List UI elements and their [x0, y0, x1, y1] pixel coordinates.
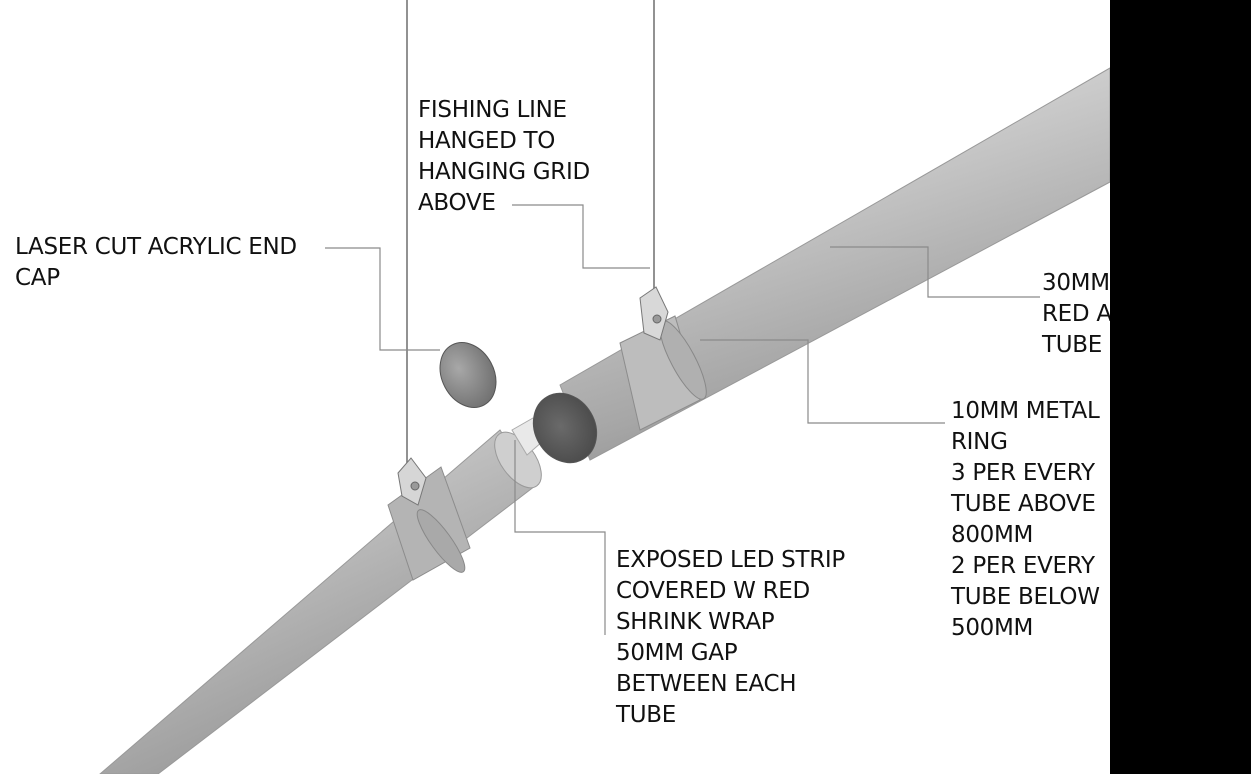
label-line: CAP — [15, 265, 60, 291]
leader-metal-ring — [700, 339, 945, 424]
acrylic-end-cap — [439, 342, 497, 408]
label-line: TUBE BELOW — [951, 584, 1100, 610]
leader-end-cap — [325, 247, 440, 351]
label-line: LASER CUT ACRYLIC END — [15, 234, 297, 260]
label-line: EXPOSED LED STRIP — [616, 547, 845, 573]
label-line: HANGED TO — [418, 128, 556, 154]
label-fishing-line: FISHING LINE HANGED TO HANGING GRID ABOV… — [418, 95, 590, 219]
clip-upper — [639, 286, 669, 341]
leader-lines — [325, 204, 1040, 635]
label-line: TUBE — [1042, 332, 1102, 358]
label-tube: 30MM RED A TUBE — [1042, 268, 1110, 361]
label-line: FISHING LINE — [418, 97, 567, 123]
tube-assembly-illustration — [99, 0, 1110, 774]
label-line: HANGING GRID — [418, 159, 590, 185]
leader-tube — [830, 246, 1040, 298]
label-metal-ring: 10MM METAL RING 3 PER EVERY TUBE ABOVE 8… — [951, 396, 1100, 644]
label-line: 50MM GAP — [616, 640, 738, 666]
label-line: COVERED W RED — [616, 578, 810, 604]
leader-led-strip — [514, 440, 606, 635]
label-line: ABOVE — [418, 190, 496, 216]
label-line: RING — [951, 429, 1008, 455]
black-border-panel — [1110, 0, 1251, 774]
label-line: TUBE — [616, 702, 676, 728]
label-line: BETWEEN EACH — [616, 671, 797, 697]
label-end-cap: LASER CUT ACRYLIC END CAP — [15, 232, 297, 294]
label-line: 30MM — [1042, 270, 1110, 296]
upper-tube — [532, 67, 1110, 464]
label-line: TUBE ABOVE — [951, 491, 1096, 517]
label-line: 10MM METAL — [951, 398, 1100, 424]
label-line: 800MM — [951, 522, 1034, 548]
label-line: RED A — [1042, 301, 1110, 327]
label-line: 2 PER EVERY — [951, 553, 1095, 579]
label-led-strip: EXPOSED LED STRIP COVERED W RED SHRINK W… — [616, 545, 845, 731]
leader-fishing-line — [512, 204, 650, 269]
drawing-canvas: FISHING LINE HANGED TO HANGING GRID ABOV… — [0, 0, 1110, 774]
label-line: 500MM — [951, 615, 1034, 641]
label-line: SHRINK WRAP — [616, 609, 775, 635]
clip-lower — [397, 457, 427, 506]
label-line: 3 PER EVERY — [951, 460, 1095, 486]
lower-tube — [99, 417, 559, 774]
